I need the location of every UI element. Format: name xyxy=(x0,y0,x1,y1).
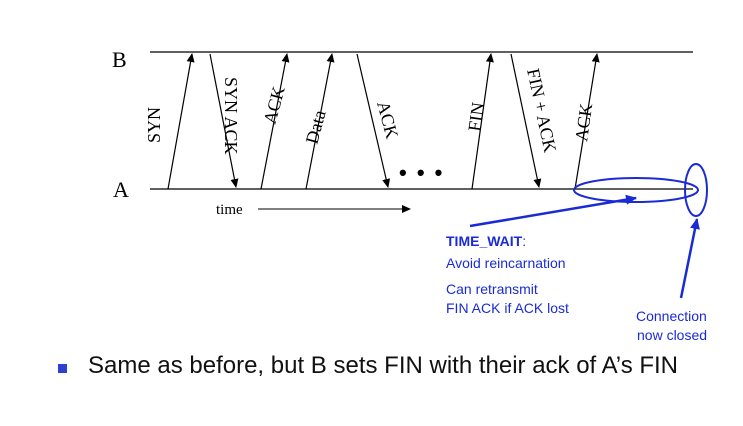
fin-label: FIN xyxy=(464,101,488,133)
connection-closed-ellipse xyxy=(684,163,708,217)
connection-closed-line2: now closed xyxy=(637,327,707,343)
data-arrow xyxy=(305,53,335,190)
time-wait-note: Avoid reincarnation xyxy=(446,255,566,271)
time-label: time xyxy=(216,202,243,218)
host-a-label: A xyxy=(113,177,129,202)
ack2-arrow xyxy=(356,53,391,188)
fin-arrow xyxy=(471,53,494,190)
bullet-text: Same as before, but B sets FIN with thei… xyxy=(88,352,679,379)
connection-closed-line1: Connection xyxy=(636,308,707,324)
ack1-label: ACK xyxy=(260,84,289,126)
ellipsis-dots: • • • xyxy=(399,160,444,185)
ack3-arrow xyxy=(574,53,600,190)
syn-label: SYN xyxy=(144,107,164,143)
time-wait-title: TIME_WAIT: xyxy=(446,233,526,249)
retransmit-note-line1: Can retransmit xyxy=(446,281,538,297)
ack1-arrow xyxy=(260,53,290,190)
syn-ack-arrow xyxy=(209,53,239,188)
closed-pointer xyxy=(679,218,700,299)
tcp-teardown-diagram: B A time SYN SYN ACK ACK Data ACK FIN FI… xyxy=(112,47,708,343)
retransmit-note-line2: FIN ACK if ACK lost xyxy=(446,300,569,316)
ack2-label: ACK xyxy=(373,99,402,141)
host-b-label: B xyxy=(112,47,127,72)
bullet-square-icon xyxy=(58,364,67,373)
data-label: Data xyxy=(302,108,330,146)
syn-arrow xyxy=(167,53,195,190)
fin-ack-arrow xyxy=(510,53,542,188)
fin-ack-label: FIN + ACK xyxy=(523,67,560,154)
time-wait-pointer xyxy=(469,194,637,228)
ack3-label: ACK xyxy=(571,102,596,142)
syn-ack-label: SYN ACK xyxy=(221,77,241,155)
